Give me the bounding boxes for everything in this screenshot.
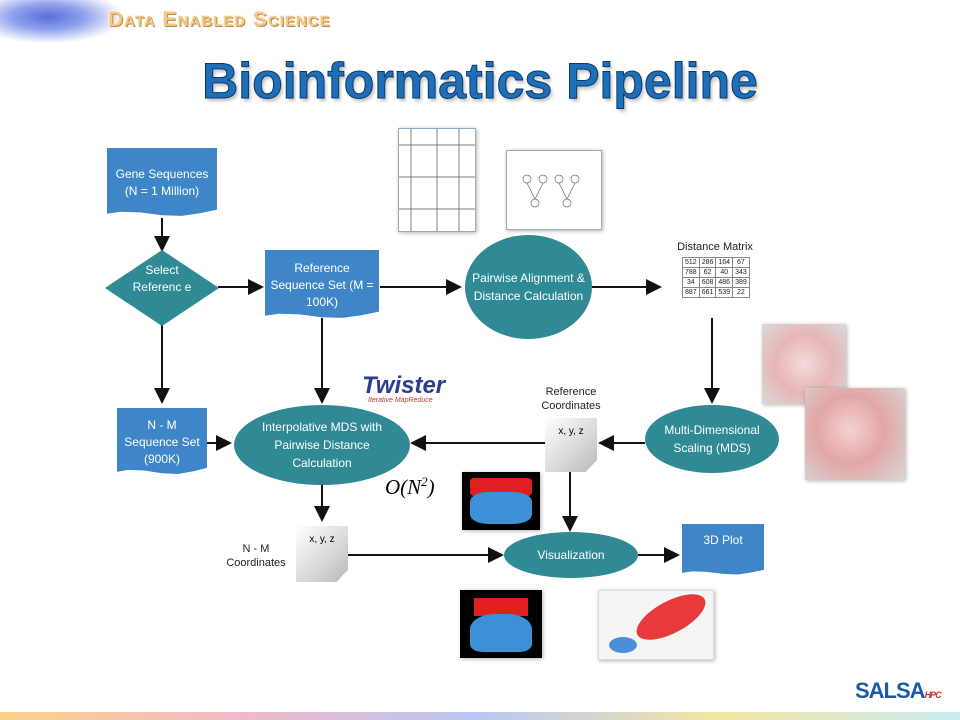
reference-coordinates-label: Reference Coordinates	[541, 386, 601, 412]
cluster-blue-body	[470, 492, 532, 524]
matrix-row: 887 661 539 22	[682, 287, 750, 298]
nm-coordinates-file: x, y, z	[296, 526, 348, 582]
reference-coordinates-file: x, y, z	[545, 418, 597, 472]
matrix-row: 788 62 40 343	[682, 267, 750, 278]
3d-plot-node: 3D Plot	[682, 524, 764, 575]
twister-logo: Twister	[362, 372, 446, 399]
matrix-cell: 661	[698, 287, 717, 298]
cluster-red-blocks	[474, 598, 528, 616]
matrix-row: 512 286 164 67	[682, 257, 750, 268]
cluster-image-top	[462, 472, 540, 530]
distance-matrix-table: 512 286 164 67 788 62 40 343 34 608 486 …	[682, 257, 750, 298]
visualization-node: Visualization	[504, 532, 638, 578]
cluster-blue-mass	[470, 614, 532, 652]
scatter-3d-image	[598, 590, 714, 660]
matrix-cell: 343	[732, 267, 750, 278]
select-reference-label: Select Referenc e	[132, 263, 192, 294]
matrix-cell: 539	[715, 287, 734, 298]
footer-gradient-bar	[0, 712, 960, 720]
twister-logo-subtitle: Iterative MapReduce	[368, 397, 433, 404]
cluster-image-bottom	[460, 590, 542, 658]
matrix-cell: 34	[682, 277, 700, 288]
matrix-cell: 512	[682, 257, 700, 268]
alignment-matrix-image	[398, 128, 476, 232]
matrix-cell: 887	[682, 287, 700, 298]
distance-matrix-label: Distance Matrix	[677, 241, 753, 253]
matrix-cell: 788	[682, 267, 700, 278]
matrix-cell: 608	[698, 277, 717, 288]
matrix-cell: 67	[732, 257, 750, 268]
interpolative-mds-node: Interpolative MDS with Pairwise Distance…	[234, 405, 410, 485]
reference-sequence-set-node: Reference Sequence Set (M = 100K)	[265, 250, 379, 318]
nm-coordinates-label: N - M Coordinates	[226, 543, 286, 569]
brand-title: Data Enabled Science	[108, 8, 331, 31]
matrix-cell: 389	[732, 277, 750, 288]
cluster-red-cap	[470, 478, 532, 496]
matrix-cell: 286	[698, 257, 717, 268]
mds-sphere-image-2	[805, 388, 905, 480]
matrix-cell: 62	[698, 267, 717, 278]
select-reference-diamond	[105, 250, 219, 326]
matrix-cell: 40	[715, 267, 734, 278]
alignment-tree-diagram	[522, 174, 580, 208]
alignment-matrix-grid	[399, 129, 475, 231]
matrix-cell: 486	[715, 277, 734, 288]
page-title: Bioinformatics Pipeline	[202, 53, 759, 110]
gene-sequences-node: Gene Sequences (N = 1 Million)	[107, 148, 217, 216]
alignment-tree-image	[506, 150, 602, 230]
header-glow	[0, 0, 120, 42]
matrix-cell: 22	[732, 287, 750, 298]
nm-sequence-set-node: N - M Sequence Set (900K)	[117, 408, 207, 474]
matrix-cell: 164	[715, 257, 734, 268]
salsa-logo: SALSAHPC	[855, 678, 942, 703]
scatter-3d-shapes	[609, 594, 706, 653]
complexity-label: O(N2)	[385, 474, 435, 499]
mds-node: Multi-Dimensional Scaling (MDS)	[645, 405, 779, 473]
matrix-row: 34 608 486 389	[682, 277, 750, 288]
pairwise-alignment-node: Pairwise Alignment & Distance Calculatio…	[465, 235, 592, 339]
